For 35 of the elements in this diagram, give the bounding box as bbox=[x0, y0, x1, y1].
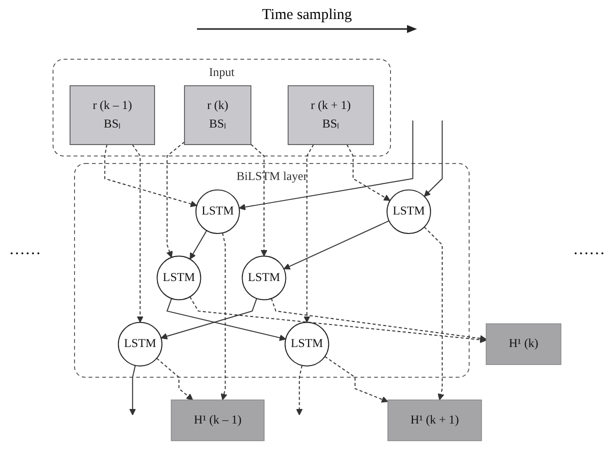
node-circle: LSTM bbox=[195, 189, 240, 234]
arrow bbox=[166, 141, 185, 258]
node-box: r (k) BSₗ bbox=[184, 85, 252, 145]
arrow bbox=[160, 298, 258, 340]
node-circle: LSTM bbox=[118, 322, 162, 366]
node-box: H¹ (k – 1) bbox=[170, 400, 265, 442]
arrow bbox=[284, 220, 390, 270]
node-box: H¹ (k) bbox=[486, 323, 562, 365]
arrow bbox=[238, 120, 414, 210]
arrow bbox=[132, 144, 144, 323]
node-circle: LSTM bbox=[242, 256, 286, 300]
node-box: H¹ (k + 1) bbox=[387, 400, 482, 442]
axis-label: Time sampling bbox=[262, 6, 352, 24]
arrow bbox=[296, 364, 303, 416]
node-box: r (k – 1) BSₗ bbox=[70, 85, 155, 145]
node-circle: LSTM bbox=[156, 256, 202, 300]
arrow bbox=[156, 358, 194, 400]
arrow bbox=[129, 364, 136, 416]
arrow bbox=[190, 230, 208, 260]
node-box: r (k + 1) BSₗ bbox=[288, 85, 374, 145]
arrow bbox=[166, 298, 286, 341]
arrow bbox=[304, 144, 314, 323]
arrow bbox=[104, 144, 198, 208]
arrow bbox=[270, 298, 486, 342]
ellipsis-mark: …… bbox=[8, 241, 42, 259]
arrow bbox=[424, 120, 443, 197]
ellipsis-mark: …… bbox=[572, 241, 606, 259]
node-circle: LSTM bbox=[386, 189, 432, 234]
arrow bbox=[250, 144, 268, 256]
arrow bbox=[346, 144, 390, 201]
node-circle: LSTM bbox=[284, 322, 330, 366]
arrow bbox=[324, 356, 388, 403]
arrow bbox=[424, 226, 444, 400]
arrow bbox=[189, 296, 486, 344]
arrow bbox=[220, 232, 228, 400]
